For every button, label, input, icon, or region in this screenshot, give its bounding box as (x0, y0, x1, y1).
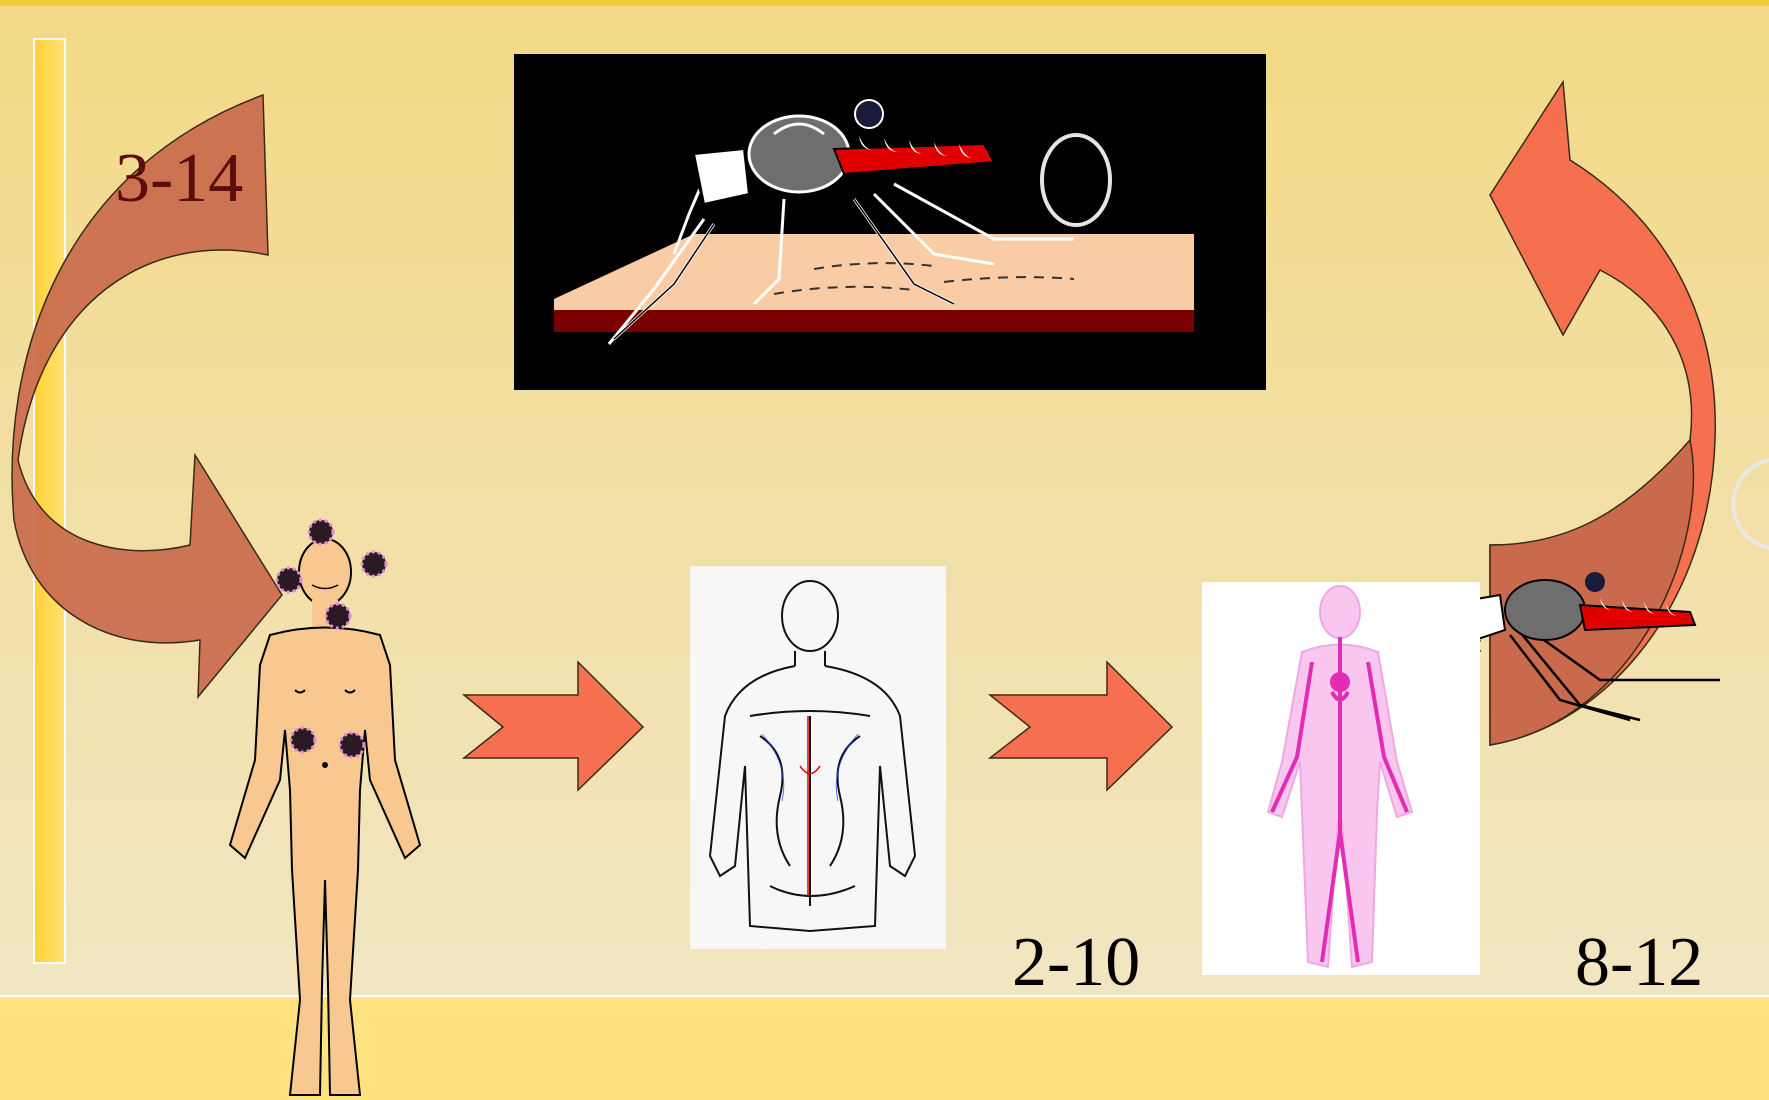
straight-arrow-1 (464, 662, 643, 790)
body-vessels-outline (690, 566, 946, 949)
incubation-label-top: 3-14 (115, 144, 243, 214)
body-vessels-pink (1202, 582, 1480, 975)
straight-arrow-2 (990, 662, 1172, 790)
incubation-label-right: 8-12 (1575, 928, 1703, 998)
incubation-label-middle: 2-10 (1012, 928, 1140, 998)
